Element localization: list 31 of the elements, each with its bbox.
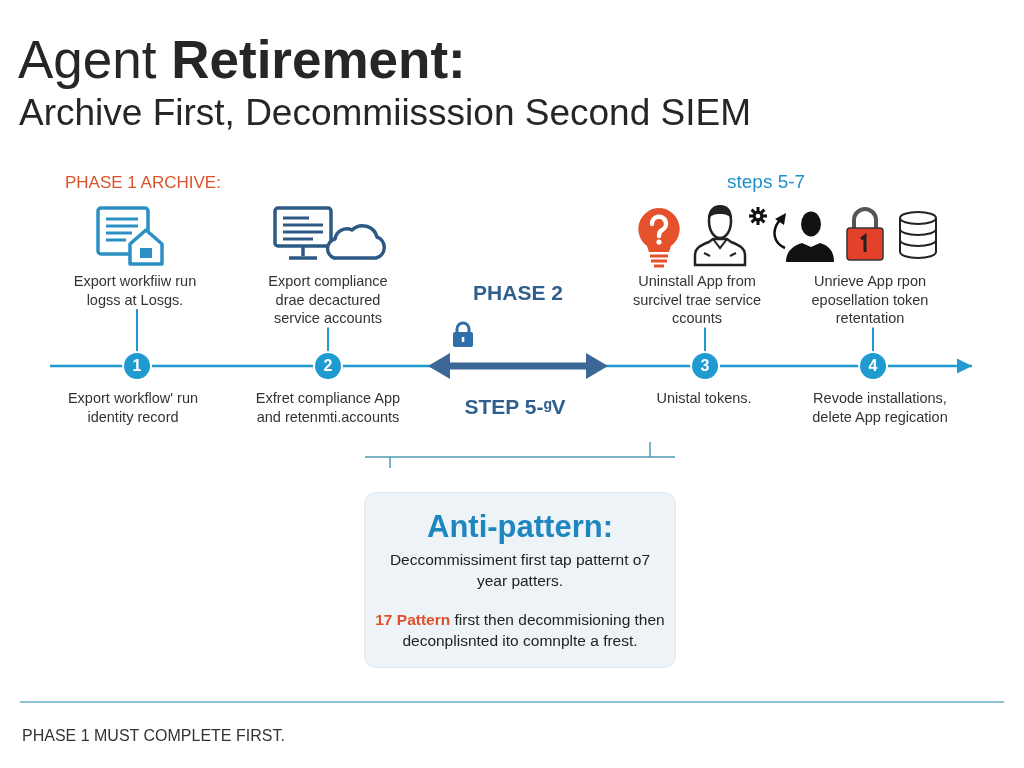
step-description: Unrieve App rpon eposellation token retentation (800, 272, 940, 328)
step-description: Uninstall App from surcivel trae service ccounts (627, 272, 767, 328)
tick-line (327, 326, 329, 354)
step-description: Export compliance drae decactured service accounts (261, 272, 395, 328)
callout-heading: Anti-pattern: (426, 509, 614, 545)
step-caption: Revode installations, delete App regication (811, 389, 949, 426)
timeline-arrow (886, 358, 972, 374)
step-marker: 3 (692, 353, 718, 379)
step-caption: Export workflow' run identity record (66, 389, 200, 426)
tick-line (136, 308, 138, 354)
footer-note: PHASE 1 MUST COMPLETE FIRST. (22, 726, 285, 746)
callout-card (364, 492, 676, 668)
tick-line (872, 326, 874, 354)
step-range-label: STEP 5-ᵍV (463, 394, 567, 420)
phase-heading: PHASE 2 (472, 280, 564, 306)
step-description: Export workfiiw run logss at Losgs. (72, 272, 198, 309)
subtitle: Archive First, Decommiisssion Second SIEM (19, 92, 751, 134)
callout-text: 17 Pattern first then decommisioning then deconplisnted ito comnplte a frest. (374, 610, 666, 651)
title: Agent Retirement: (18, 30, 466, 90)
phase-heading: PHASE 1 ARCHIVE: (65, 172, 221, 194)
timeline-line (150, 364, 315, 368)
step-caption: Unistal tokens. (655, 389, 753, 408)
timeline-line (50, 364, 124, 368)
step-marker: 4 (860, 353, 886, 379)
tick-line (704, 326, 706, 354)
callout-text: Deccommissiment first tap patternt o7 year patters. (388, 550, 652, 591)
step-range-label: steps 5-7 (727, 170, 806, 194)
step-marker: 1 (124, 353, 150, 379)
step-marker: 2 (315, 353, 341, 379)
timeline-line (718, 364, 860, 368)
step-caption: Exfret compliance App and retenmti.accounts (254, 389, 402, 426)
